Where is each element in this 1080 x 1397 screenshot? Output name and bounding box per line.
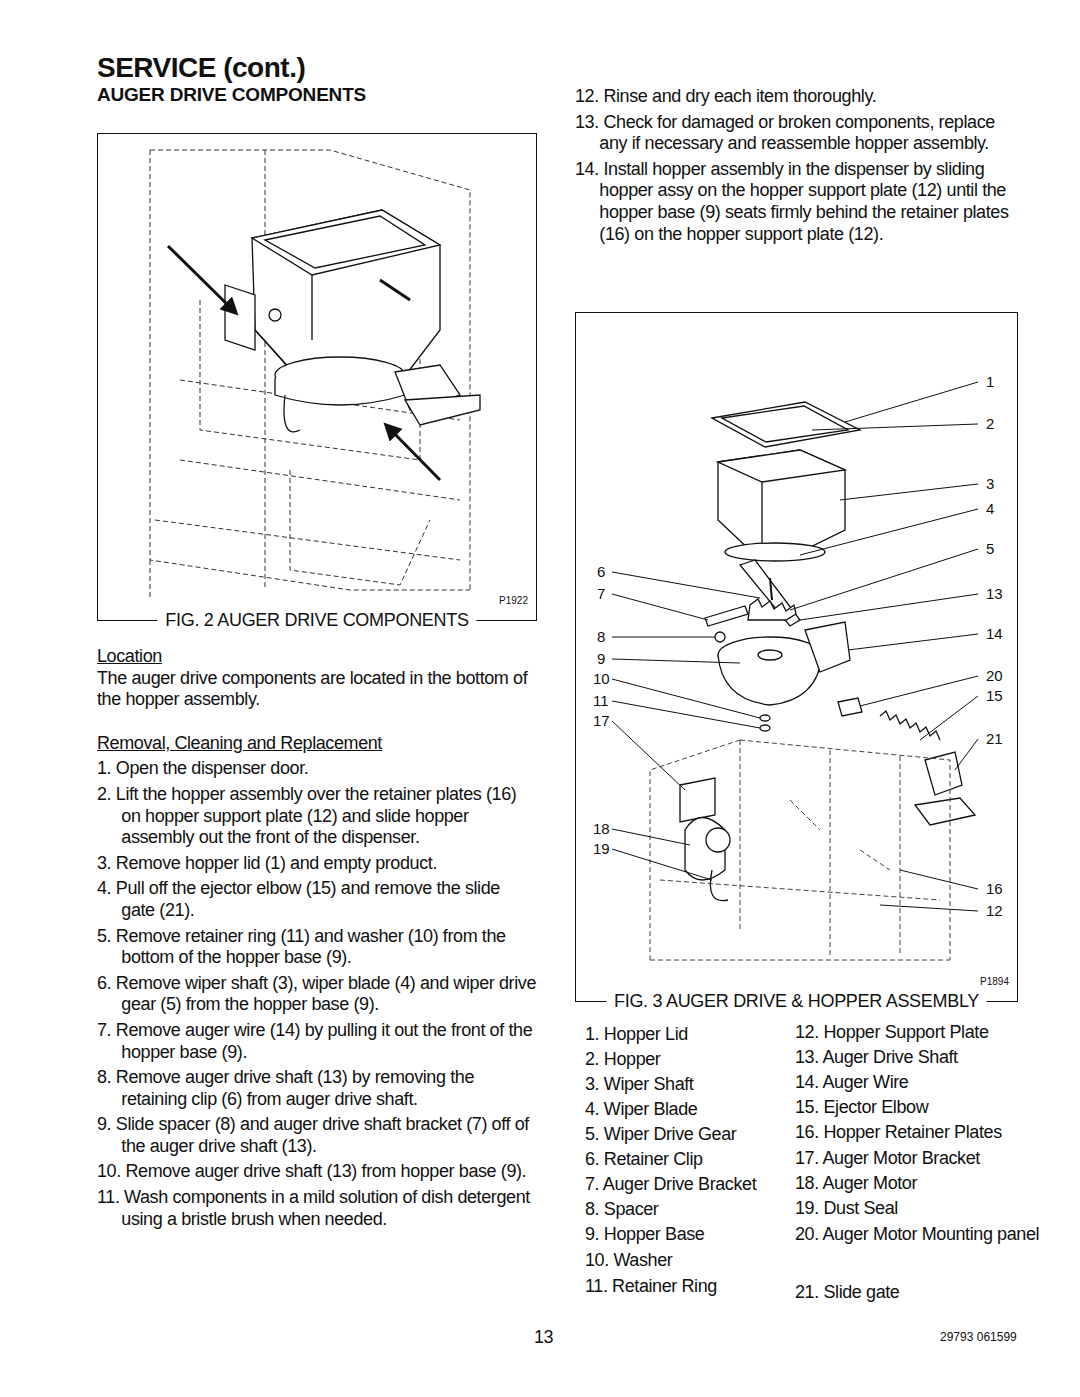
callout-number: 7: [596, 586, 606, 601]
part-list-entry: 19. Dust Seal: [795, 1198, 1066, 1220]
callout-number: 13: [985, 586, 1004, 601]
procedure-step: 14. Install hopper assembly in the dispe…: [575, 159, 1020, 245]
part-list-entry: 20. Auger Motor Mounting panel: [795, 1224, 1066, 1246]
callout-number: 11: [592, 693, 610, 708]
part-list-entry: 9. Hopper Base: [585, 1224, 826, 1246]
part-list-entry: 8. Spacer: [585, 1199, 826, 1221]
callout-number: 9: [596, 651, 606, 666]
callout-number: 12: [985, 903, 1004, 918]
procedure-step: 12. Rinse and dry each item thoroughly.: [575, 86, 1020, 108]
part-list-entry: 16. Hopper Retainer Plates: [795, 1122, 1066, 1144]
callout-number: 15: [985, 688, 1004, 703]
callout-number: 10: [592, 671, 611, 686]
procedure-step: 7. Remove auger wire (14) by pulling it …: [97, 1020, 537, 1063]
figure-frame: P1894FIG. 3 AUGER DRIVE & HOPPER ASSEMBL…: [575, 312, 1018, 1002]
procedure-step: 1. Open the dispenser door.: [97, 758, 537, 780]
callout-number: 19: [592, 841, 611, 856]
drawing-code: P1894: [980, 976, 1009, 987]
figure-caption: FIG. 2 AUGER DRIVE COMPONENTS: [157, 610, 476, 631]
procedure-step: 8. Remove auger drive shaft (13) by remo…: [97, 1067, 537, 1110]
procedure-step: 6. Remove wiper shaft (3), wiper blade (…: [97, 973, 537, 1016]
subheading: Location: [97, 646, 537, 668]
callout-number: 6: [596, 564, 606, 579]
procedure-step: 10. Remove auger drive shaft (13) from h…: [97, 1161, 537, 1183]
part-list-entry: 2. Hopper: [585, 1049, 826, 1071]
callout-number: 18: [592, 821, 611, 836]
document-code: 29793 061599: [940, 1330, 1017, 1344]
callout-number: 21: [985, 731, 1004, 746]
part-list-entry: 18. Auger Motor: [795, 1173, 1066, 1195]
part-list-entry: 4. Wiper Blade: [585, 1099, 826, 1121]
callout-number: 2: [985, 416, 995, 431]
text-column: 12. Rinse and dry each item thoroughly. 1…: [575, 86, 1020, 249]
procedure-step: 3. Remove hopper lid (1) and empty produ…: [97, 853, 537, 875]
part-list-entry: 21. Slide gate: [795, 1282, 1066, 1304]
procedure-step: 4. Pull off the ejector elbow (15) and r…: [97, 878, 537, 921]
leader-line: [612, 382, 978, 911]
procedure-step: 2. Lift the hopper assembly over the ret…: [97, 784, 537, 849]
pointer-arrow: [168, 246, 440, 480]
callout-number: 3: [985, 476, 995, 491]
callout-number: 20: [985, 668, 1004, 683]
callout-number: 17: [592, 713, 611, 728]
part-list-entry: 5. Wiper Drive Gear: [585, 1124, 826, 1146]
part-list-entry: 13. Auger Drive Shaft: [795, 1047, 1066, 1069]
cabinet-wireframe: [650, 740, 950, 960]
procedure-step: 9. Slide spacer (8) and auger drive shaf…: [97, 1114, 537, 1157]
callout-number: 8: [596, 629, 606, 644]
cabinet-wireframe: [150, 150, 470, 600]
procedure-step: 5. Remove retainer ring (11) and washer …: [97, 926, 537, 969]
hopper-drawing: [225, 210, 480, 432]
part-list-entry: 6. Retainer Clip: [585, 1149, 826, 1171]
callout-number: 4: [985, 501, 995, 516]
page-title: SERVICE (cont.): [97, 52, 305, 84]
section-heading: AUGER DRIVE COMPONENTS: [97, 84, 366, 106]
procedure-step: 11. Wash components in a mild solution o…: [97, 1187, 537, 1230]
part-list-entry: 17. Auger Motor Bracket: [795, 1148, 1066, 1170]
text-column: LocationThe auger drive components are l…: [97, 646, 537, 1234]
callout-number: 16: [985, 881, 1004, 896]
part-list-entry: 14. Auger Wire: [795, 1072, 1066, 1094]
part-list-entry: 3. Wiper Shaft: [585, 1074, 826, 1096]
part-list-entry: 15. Ejector Elbow: [795, 1097, 1066, 1119]
part-list-entry: 10. Washer: [585, 1250, 826, 1272]
part-list-entry: 12. Hopper Support Plate: [795, 1022, 1066, 1044]
paragraph: The auger drive components are located i…: [97, 668, 537, 711]
part-list-entry: 1. Hopper Lid: [585, 1024, 826, 1046]
callout-number: 1: [985, 374, 995, 389]
exploded-assembly: [680, 402, 975, 901]
page-number: 13: [534, 1327, 553, 1349]
subheading: Removal, Cleaning and Replacement: [97, 733, 537, 755]
callout-number: 14: [985, 626, 1004, 641]
figure-caption: FIG. 3 AUGER DRIVE & HOPPER ASSEMBLY: [606, 991, 987, 1012]
drawing-code: P1922: [499, 595, 528, 606]
callout-number: 5: [985, 541, 995, 556]
procedure-step: 13. Check for damaged or broken componen…: [575, 112, 1020, 155]
part-list-entry: 7. Auger Drive Bracket: [585, 1174, 826, 1196]
figure-frame: P1922FIG. 2 AUGER DRIVE COMPONENTS: [97, 133, 537, 621]
part-list-entry: 11. Retainer Ring: [585, 1276, 826, 1298]
